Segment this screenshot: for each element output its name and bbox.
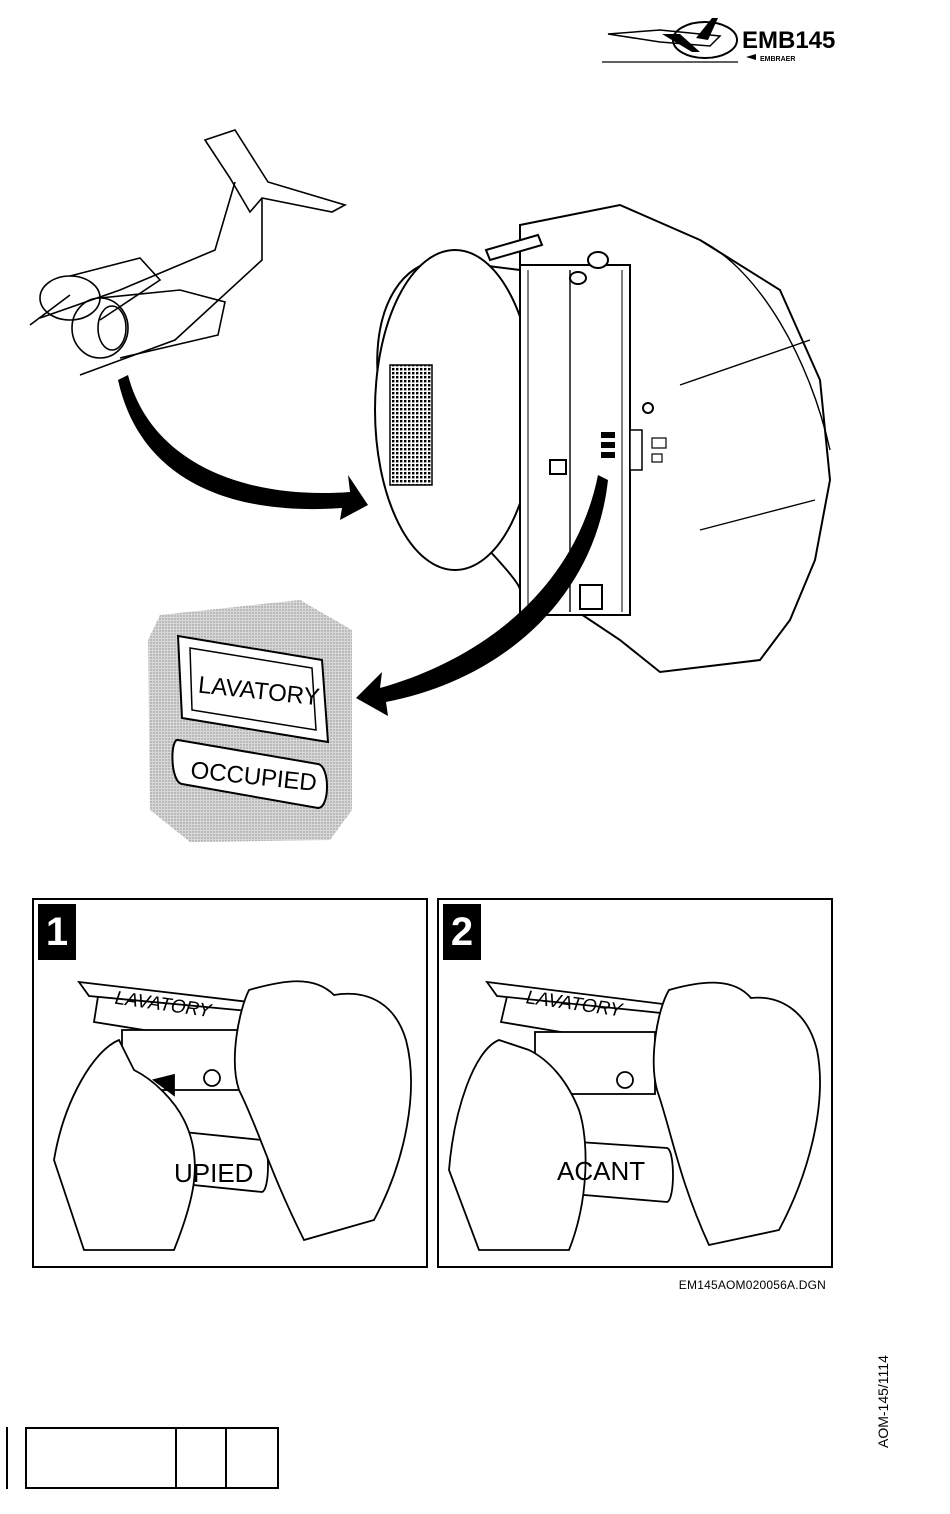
document-code-text: AOM-145/1114 [875,1355,891,1448]
step-1-panel: 1 LAVATORY UPIED [32,898,428,1268]
revision-cell-main [27,1429,177,1487]
revision-bar [6,1427,8,1489]
step-1-illustration: LAVATORY UPIED [34,900,426,1266]
emb145-logo: EMB145 EMBRAER [600,12,840,68]
revision-cell-mid [177,1429,227,1487]
drawing-reference: EM145AOM020056A.DGN [600,1278,826,1292]
step-2-panel: 2 LAVATORY ACANT [437,898,833,1268]
step-2-illustration: LAVATORY ACANT [439,900,831,1266]
aircraft-logo-icon [608,18,737,58]
lavatory-module [375,205,830,672]
revision-cell-end [227,1429,277,1487]
document-code: AOM-145/1114 [868,1340,896,1450]
step-2-status-label: ACANT [557,1156,645,1186]
brand-arrow-icon [746,54,756,60]
step-1-status-label: UPIED [174,1158,253,1188]
logo-brand-text: EMBRAER [760,56,795,63]
logo-model-text: EMB145 [742,27,835,54]
aircraft-sketch [30,130,345,375]
lavatory-location-illustration: LAVATORY OCCUPIED [0,120,950,850]
location-arrow-icon [118,375,368,520]
revision-box [25,1427,279,1489]
